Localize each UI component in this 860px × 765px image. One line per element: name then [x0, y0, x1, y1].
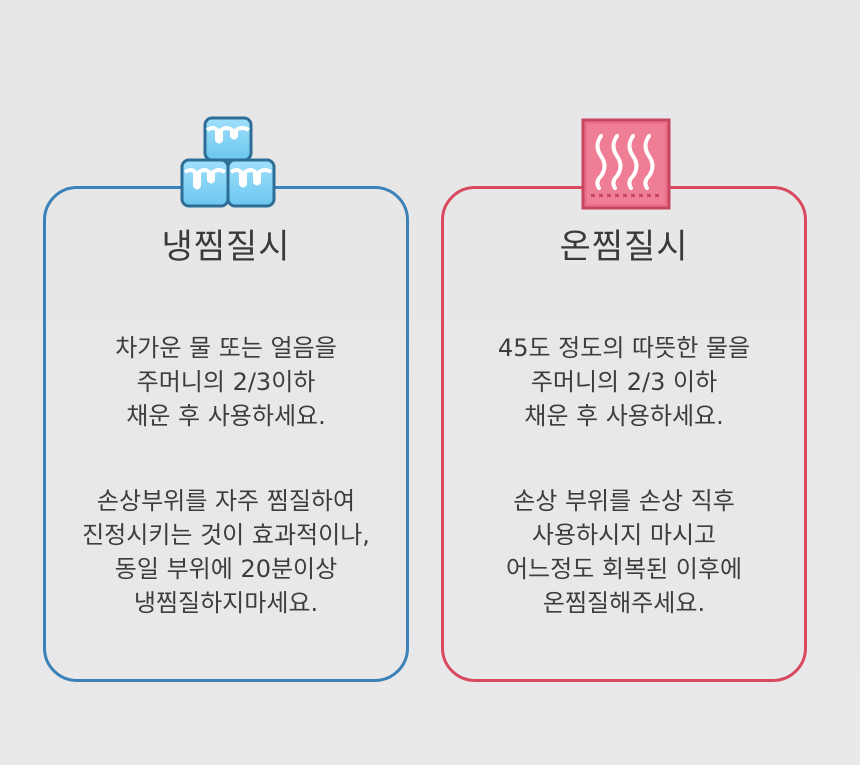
warm-caution-line: 사용하시지 마시고	[531, 521, 717, 549]
cold-instruction-line: 차가운 물 또는 얼음을	[115, 334, 337, 362]
cold-compress-caution: 손상부위를 자주 찜질하여 진정시키는 것이 효과적이나, 동일 부위에 20분…	[46, 484, 406, 620]
cold-compress-card: 냉찜질시 차가운 물 또는 얼음을 주머니의 2/3이하 채운 후 사용하세요.…	[43, 186, 409, 682]
cold-caution-line: 손상부위를 자주 찜질하여	[96, 487, 356, 515]
warm-compress-instructions: 45도 정도의 따뜻한 물을 주머니의 2/3 이하 채운 후 사용하세요.	[444, 331, 804, 433]
warm-compress-caution: 손상 부위를 손상 직후 사용하시지 마시고 어느정도 회복된 이후에 온찜질해…	[444, 484, 804, 620]
ice-cubes-icon	[180, 116, 276, 208]
heat-pad-icon	[581, 118, 671, 210]
cold-caution-line: 냉찜질하지마세요.	[133, 589, 319, 617]
cold-caution-line: 진정시키는 것이 효과적이나,	[82, 521, 370, 549]
cold-caution-line: 동일 부위에 20분이상	[114, 555, 338, 583]
warm-compress-title: 온찜질시	[559, 227, 689, 267]
warm-instruction-line: 채운 후 사용하세요.	[524, 402, 724, 430]
cold-compress-instructions: 차가운 물 또는 얼음을 주머니의 2/3이하 채운 후 사용하세요.	[46, 331, 406, 433]
warm-instruction-line: 45도 정도의 따뜻한 물을	[497, 334, 751, 362]
warm-instruction-line: 주머니의 2/3 이하	[530, 368, 718, 396]
warm-compress-card: 온찜질시 45도 정도의 따뜻한 물을 주머니의 2/3 이하 채운 후 사용하…	[441, 186, 807, 682]
warm-caution-line: 손상 부위를 손상 직후	[513, 487, 735, 515]
cold-instruction-line: 주머니의 2/3이하	[136, 368, 316, 396]
cold-compress-title: 냉찜질시	[161, 227, 291, 267]
warm-caution-line: 어느정도 회복된 이후에	[505, 555, 743, 583]
cold-instruction-line: 채운 후 사용하세요.	[126, 402, 326, 430]
warm-caution-line: 온찜질해주세요.	[542, 589, 706, 617]
